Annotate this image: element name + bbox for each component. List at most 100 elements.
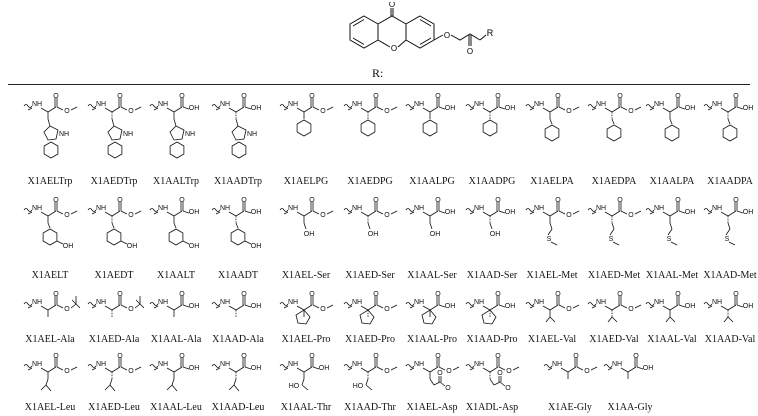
compound-label: X1AADTrp	[214, 176, 262, 187]
amine-label: NH	[352, 205, 362, 212]
carbonyl-oxygen: O	[309, 197, 315, 204]
amine-label: NH	[288, 299, 298, 306]
carbonyl-oxygen-label: O	[467, 47, 473, 56]
threonine-oh-label: HO	[289, 383, 300, 390]
ester-oxygen: O	[128, 108, 134, 115]
ester-oxygen: O	[566, 306, 572, 313]
amine-label: NH	[552, 361, 562, 368]
compound-label: X1AED-Met	[587, 270, 641, 281]
ester-oxygen: O	[64, 368, 70, 375]
sulfur-label: S	[725, 236, 730, 243]
hydroxyl-label: OH	[189, 105, 200, 112]
sulfur-label: S	[609, 236, 614, 243]
carbonyl-oxygen: O	[675, 197, 681, 204]
compound-label: X1AAD-Val	[704, 334, 756, 345]
hydroxyl-label: OH	[189, 303, 200, 310]
ketone-oxygen-label: O	[389, 2, 395, 9]
hydroxyl-label: OH	[643, 365, 654, 372]
amine-label: NH	[158, 101, 168, 108]
hydroxyl-label: OH	[251, 303, 262, 310]
serine-oh-label: OH	[368, 231, 379, 238]
compound-label: X1AADPA	[707, 176, 753, 187]
structure-drawing: NH O OH	[211, 291, 262, 317]
amine-label: NH	[654, 101, 664, 108]
amine-label: NH	[596, 205, 606, 212]
compound-label: X1AED-Val	[589, 334, 639, 345]
carbonyl-oxygen: O	[373, 291, 379, 298]
compound-label: X1AAL-Leu	[150, 402, 202, 413]
ester-oxygen: O	[628, 306, 634, 313]
indole-nh-label: NH	[247, 131, 257, 138]
amine-label: NH	[32, 299, 42, 306]
compound-label: X1AADPG	[468, 176, 516, 187]
carbonyl-oxygen: O	[117, 93, 123, 100]
amine-label: NH	[96, 101, 106, 108]
amine-label: NH	[654, 299, 664, 306]
amine-label: NH	[220, 299, 230, 306]
carbonyl-oxygen: O	[435, 197, 441, 204]
carbonyl-oxygen: O	[117, 291, 123, 298]
hydroxyl-label: OH	[505, 303, 516, 310]
ester-oxygen: O	[566, 108, 572, 115]
compound-label: X1AALTrp	[153, 176, 199, 187]
serine-oh-label: OH	[490, 231, 501, 238]
carbonyl-oxygen: O	[241, 291, 247, 298]
ester-oxygen: O	[128, 368, 134, 375]
compound-label: X1AEDT	[94, 270, 134, 281]
carbonyl-oxygen: O	[53, 197, 59, 204]
ester-oxygen: O	[584, 368, 590, 375]
carbonyl-oxygen: O	[675, 291, 681, 298]
carbonyl-oxygen: O	[617, 93, 623, 100]
carbonyl-oxygen: O	[555, 197, 561, 204]
compound-label: X1AELT	[31, 270, 69, 281]
carbonyl-oxygen: O	[373, 353, 379, 360]
carbonyl-oxygen: O	[435, 353, 441, 360]
compound-label: X1AED-Ala	[88, 334, 140, 345]
indole-nh-label: NH	[59, 131, 69, 138]
amine-label: NH	[414, 299, 424, 306]
amine-label: NH	[96, 205, 106, 212]
amine-label: NH	[474, 101, 484, 108]
amine-label: NH	[158, 361, 168, 368]
amine-label: NH	[712, 205, 722, 212]
compound-label: X1AEL-Ala	[25, 334, 75, 345]
hydroxyl-label: OH	[251, 105, 262, 112]
indole-nh-label: NH	[185, 131, 195, 138]
hydroxyl-label: OH	[445, 209, 456, 216]
carbonyl-oxygen: O	[117, 353, 123, 360]
amine-label: NH	[712, 101, 722, 108]
phenol-oh-label: OH	[189, 243, 200, 250]
compound-label: X1AAL-Thr	[280, 402, 332, 413]
carbonyl-oxygen: O	[309, 353, 315, 360]
